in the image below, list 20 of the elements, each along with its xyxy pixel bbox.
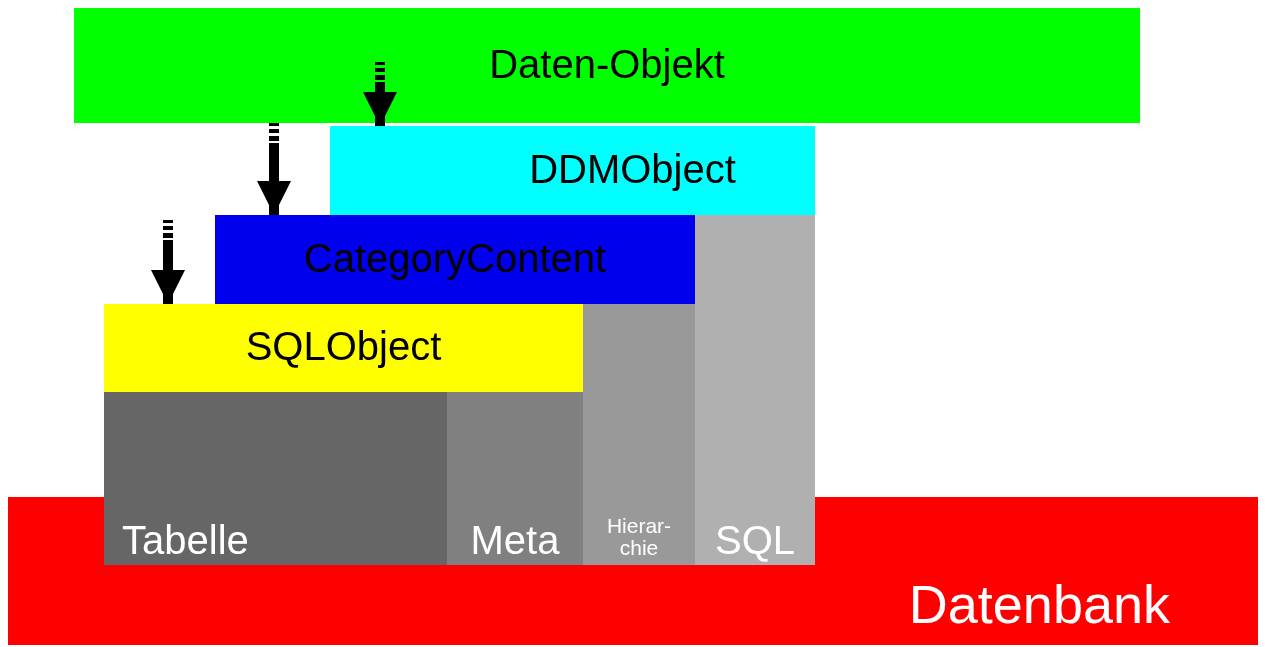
class-layer	[104, 304, 583, 392]
layer-label: Meta	[470, 519, 560, 561]
data-source-column	[695, 215, 815, 565]
layer-label: DDMObject	[529, 147, 736, 190]
layer-label: CategoryContent	[303, 236, 607, 279]
data-source-column	[447, 392, 583, 565]
layer-label: SQL	[714, 519, 795, 561]
layer-label: Daten-Objekt	[489, 42, 725, 85]
data-source-column	[104, 392, 447, 565]
inheritance-arrow	[363, 62, 397, 126]
inheritance-arrow	[151, 220, 185, 304]
class-layer	[74, 8, 1140, 123]
layer-label: Hierar- chie	[605, 514, 673, 559]
data-source-column	[583, 304, 695, 565]
layer-label: SQLObject	[245, 325, 442, 367]
layer-label: Tabelle	[122, 519, 249, 561]
class-layer	[215, 215, 695, 304]
inheritance-arrow	[257, 123, 291, 215]
class-layer	[330, 126, 815, 215]
layer-label: Datenbank	[908, 576, 1170, 633]
